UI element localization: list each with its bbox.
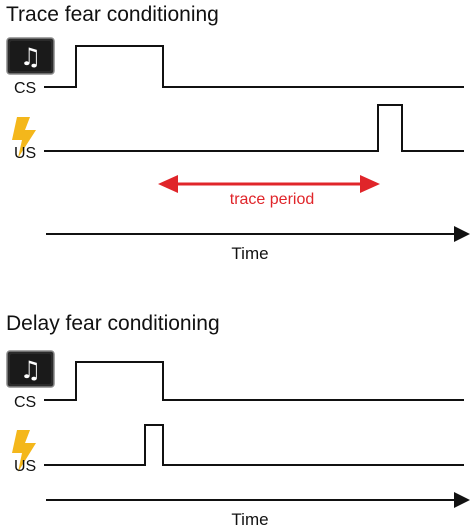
- delay-us-waveform: [44, 424, 464, 466]
- delay-panel-title: Delay fear conditioning: [6, 312, 220, 335]
- trace-cs-waveform: [44, 45, 464, 88]
- trace-panel-title: Trace fear conditioning: [6, 3, 219, 26]
- trace-cs-music-note-icon: ♫: [6, 37, 55, 75]
- trace-us-waveform: [44, 104, 464, 152]
- trace-period-label: trace period: [230, 191, 315, 208]
- trace-period-arrow: [158, 175, 380, 193]
- trace-cs-label: CS: [14, 80, 36, 97]
- delay-cs-music-note-icon: ♫: [6, 350, 55, 388]
- delay-panel: Delay fear conditioning ♫ CS US Time: [6, 312, 470, 529]
- delay-music-glyph: ♫: [20, 356, 42, 384]
- delay-cs-label: CS: [14, 394, 36, 411]
- delay-time-axis: [46, 492, 470, 508]
- trace-music-glyph: ♫: [20, 43, 42, 71]
- delay-cs-waveform: [44, 361, 464, 401]
- delay-us-label: US: [14, 458, 36, 475]
- trace-time-label: Time: [231, 244, 268, 263]
- delay-time-label: Time: [231, 510, 268, 529]
- delay-us-lightning-bolt-icon: [12, 430, 36, 472]
- trace-panel: Trace fear conditioning ♫ CS US trace pe…: [6, 3, 470, 263]
- trace-us-lightning-bolt-icon: [12, 117, 36, 158]
- trace-time-axis: [46, 226, 470, 242]
- trace-us-label: US: [14, 145, 36, 162]
